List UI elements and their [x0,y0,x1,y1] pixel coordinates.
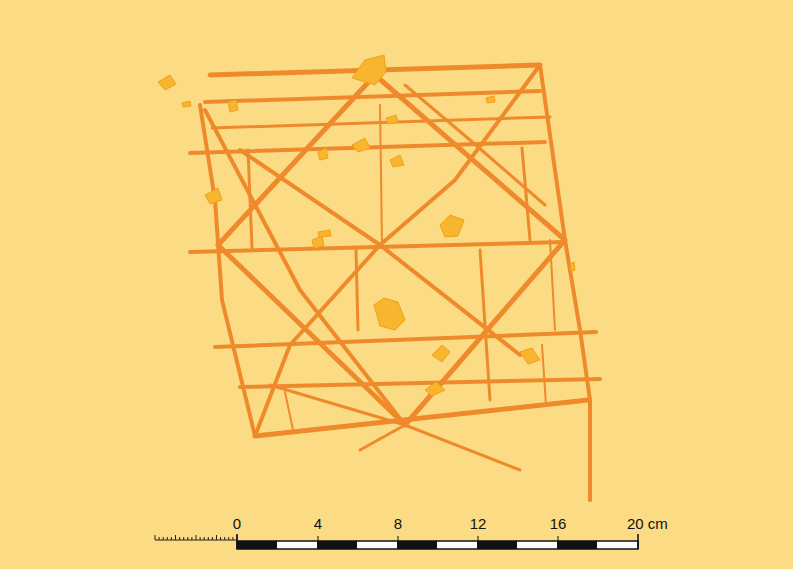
scale-number: 4 [314,516,322,531]
scale-number: 8 [394,516,402,531]
scale-number: 12 [470,516,487,531]
scale-number: 20 cm [627,516,668,531]
scale-number: 16 [550,516,567,531]
scale-bar [155,534,638,549]
scale-number: 0 [233,516,241,531]
